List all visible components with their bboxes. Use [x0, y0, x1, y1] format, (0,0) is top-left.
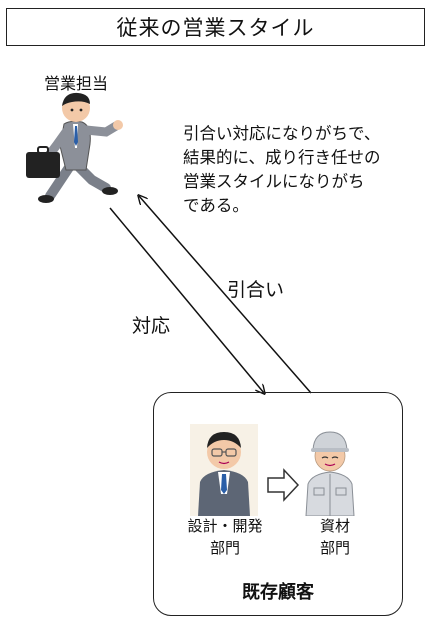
- design-dept-line: 部門: [209, 539, 240, 557]
- inquiry-label: 引合い: [227, 279, 285, 301]
- existing-customer-label: 既存顧客: [242, 582, 314, 603]
- description-line: 引合い対応になりがちで、: [183, 124, 381, 143]
- response-label: 対応: [132, 315, 171, 337]
- office-worker-icon: [190, 424, 258, 516]
- description-line: 営業スタイルになりがち: [183, 172, 365, 191]
- right-arrow-icon: [267, 468, 300, 502]
- title-text: 従来の営業スタイル: [116, 16, 315, 40]
- design-dept-line: 設計・開発: [187, 517, 263, 535]
- response-arrow: [109, 207, 264, 393]
- inquiry-arrow: [139, 196, 312, 394]
- description-text: 引合い対応になりがちで、 結果的に、成り行き任せの 営業スタイルになりがち であ…: [183, 122, 423, 218]
- existing-customer-box: [153, 392, 403, 616]
- description-line: である。: [183, 196, 249, 215]
- factory-worker-icon: [305, 431, 355, 516]
- description-line: 結果的に、成り行き任せの: [183, 148, 381, 167]
- sales-rep-label: 営業担当: [44, 74, 109, 93]
- materials-dept-line: 部門: [319, 539, 350, 557]
- running-salesperson-icon: [26, 92, 123, 203]
- diagram-title: 従来の営業スタイル: [6, 8, 425, 46]
- materials-dept-line: 資材: [319, 517, 350, 535]
- materials-dept-label: 資材 部門: [300, 515, 370, 559]
- design-dept-label: 設計・開発 部門: [170, 515, 280, 559]
